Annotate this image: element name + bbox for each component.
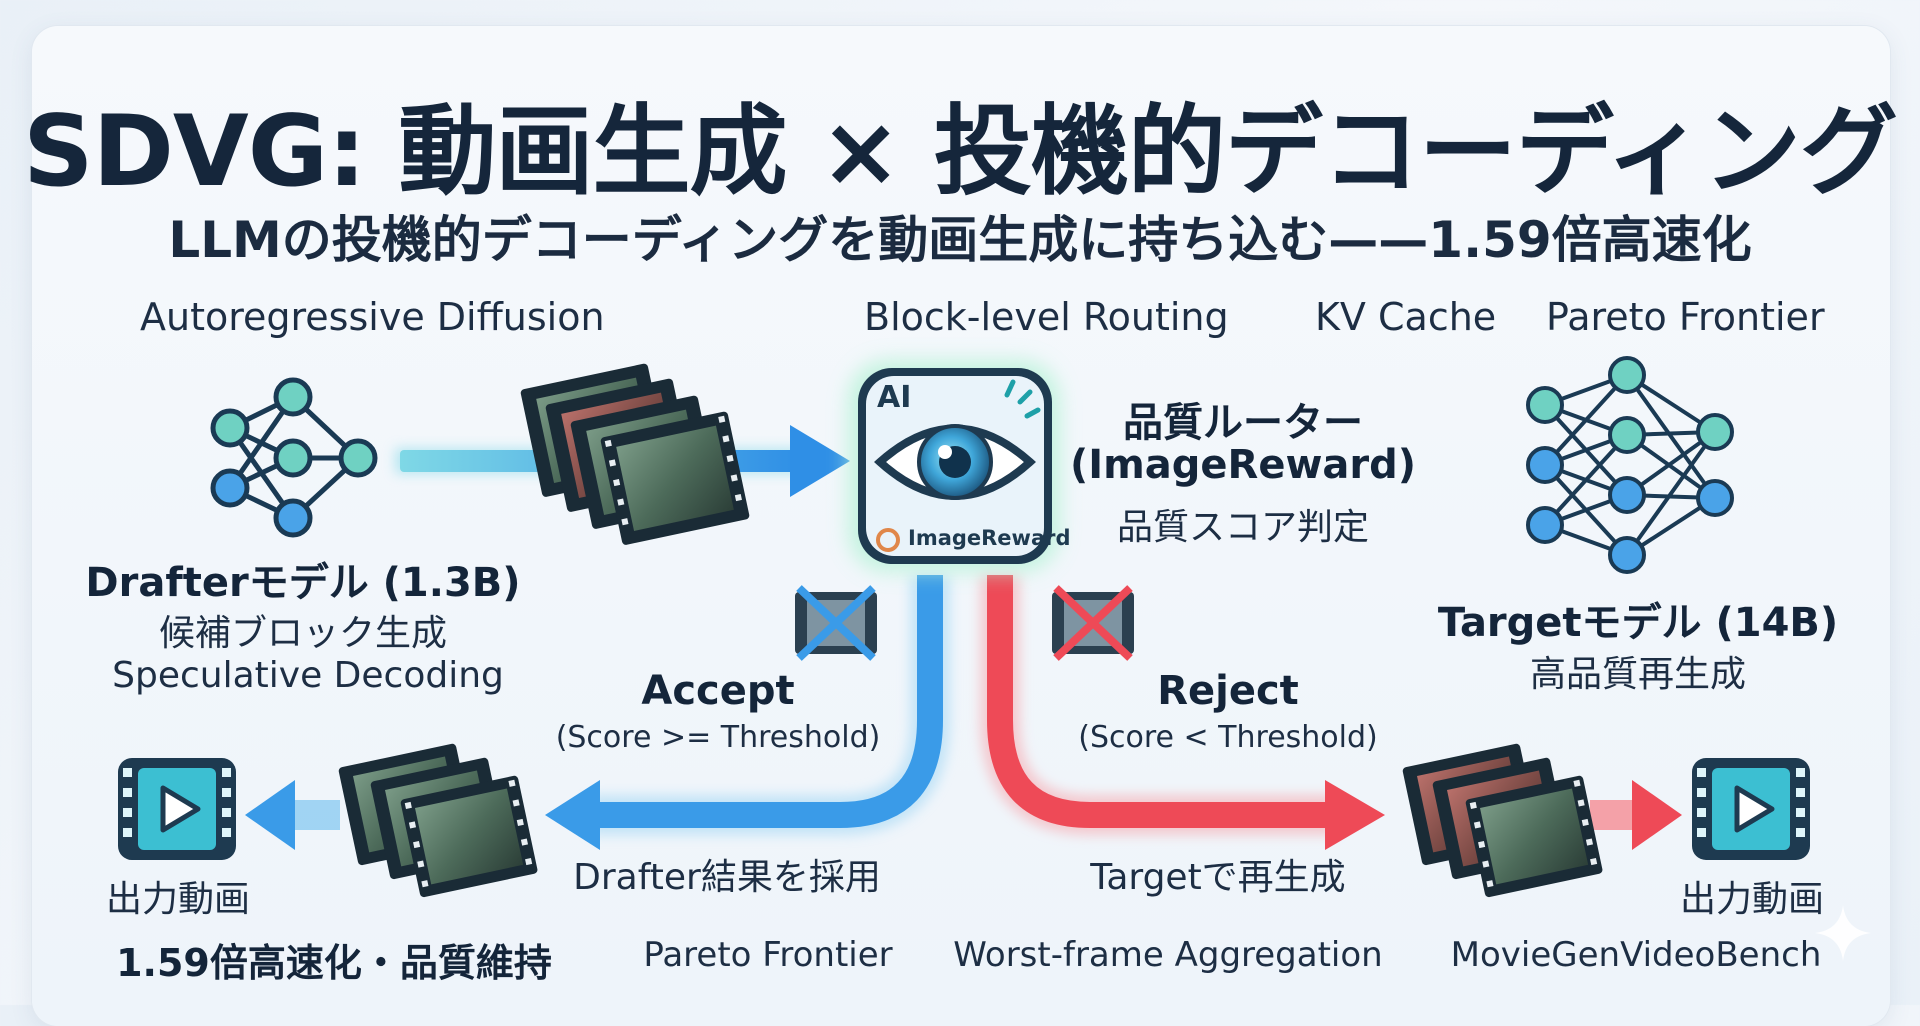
- left-output-video-icon: [118, 758, 236, 860]
- reject-action: Targetで再生成: [1090, 857, 1346, 898]
- router-badge-icon: [848, 360, 1060, 572]
- target-network-icon: [1526, 356, 1734, 574]
- keyword-autoregressive-diffusion: Autoregressive Diffusion: [140, 295, 605, 339]
- keyword-kv-cache: KV Cache: [1315, 295, 1497, 339]
- result-summary: 1.59倍高速化・品質維持: [116, 941, 552, 985]
- target-model-name: Targetモデル (14B): [1437, 600, 1839, 646]
- drafter-network-icon: [210, 377, 378, 538]
- accepted-film-stack-icon: [338, 743, 538, 898]
- draft-film-stack-icon: [520, 363, 750, 545]
- accept-label: Accept: [641, 668, 795, 714]
- drafter-line2: Speculative Decoding: [112, 655, 504, 696]
- router-name: 品質ルーター: [1123, 400, 1363, 446]
- crossed-film-red-icon: [1052, 585, 1134, 661]
- right-output-video-icon: [1692, 758, 1810, 860]
- left-output-label: 出力動画: [105, 879, 251, 920]
- reject-arrow: [980, 575, 1385, 850]
- router-badge-ai: AI: [877, 380, 912, 415]
- drafter-model-name: Drafterモデル (1.3B): [85, 560, 521, 606]
- right-output-arrow: [1590, 780, 1682, 850]
- keyword-pareto-frontier: Pareto Frontier: [1546, 295, 1825, 339]
- accept-arrow: [545, 575, 950, 850]
- router-sub: (ImageReward): [1069, 442, 1417, 488]
- router-badge-label: ImageReward: [908, 526, 1071, 550]
- regenerated-film-stack-icon: [1402, 743, 1603, 898]
- right-output-label: 出力動画: [1679, 879, 1825, 920]
- crossed-film-blue-icon: [795, 585, 877, 661]
- page-title: SDVG: 動画生成 × 投機的デコーディング: [22, 95, 1898, 209]
- keyword-block-level-routing: Block-level Routing: [864, 295, 1229, 339]
- bottom-term-pareto-frontier: Pareto Frontier: [643, 935, 893, 975]
- target-desc: 高品質再生成: [1529, 654, 1747, 695]
- router-desc: 品質スコア判定: [1116, 507, 1370, 548]
- bottom-term-worst-frame-aggregation: Worst-frame Aggregation: [953, 935, 1383, 975]
- sparkle-icon: [1815, 905, 1871, 961]
- accept-condition: (Score >= Threshold): [555, 720, 881, 755]
- page-subtitle: LLMの投機的デコーディングを動画生成に持ち込む——1.59倍高速化: [168, 211, 1752, 269]
- reject-condition: (Score < Threshold): [1078, 720, 1378, 755]
- reject-label: Reject: [1157, 668, 1299, 714]
- left-output-arrow: [245, 780, 340, 850]
- drafter-line1: 候補ブロック生成: [158, 613, 448, 654]
- bottom-term-moviegenvideobench: MovieGenVideoBench: [1450, 935, 1822, 975]
- flow-diagram: [118, 356, 1871, 961]
- accept-action: Drafter結果を採用: [573, 857, 881, 898]
